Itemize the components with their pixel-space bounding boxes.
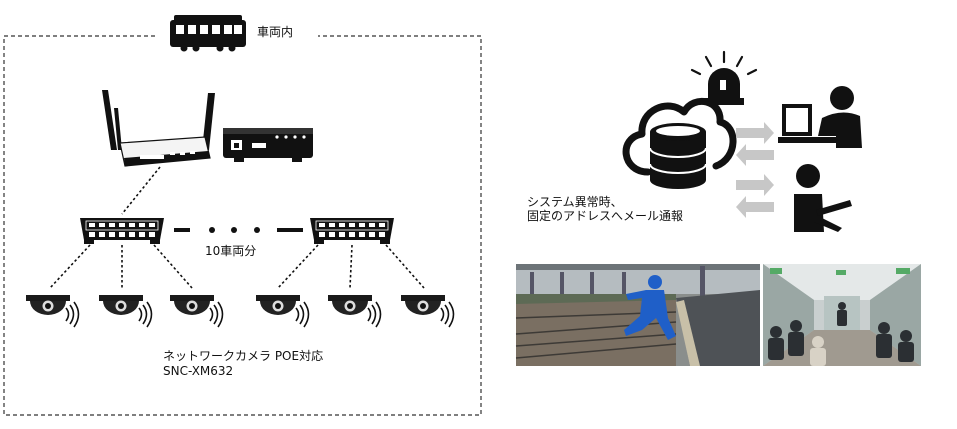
cars-count-label: 10車両分 bbox=[205, 244, 257, 258]
sync-arrows-icon bbox=[736, 174, 774, 218]
router-link bbox=[121, 166, 161, 215]
cloud-database-icon bbox=[622, 98, 737, 189]
lte-router-icon bbox=[102, 90, 215, 167]
alert-label-line1: システム異常時、 bbox=[527, 195, 623, 209]
alert-label-line2: 固定のアドレスへメール通報 bbox=[527, 209, 684, 223]
dome-camera-icon bbox=[25, 294, 80, 328]
dome-camera-icon bbox=[327, 294, 382, 328]
dome-camera-icon bbox=[169, 294, 224, 328]
poe-switch-icon bbox=[79, 217, 165, 245]
pc-user-icon bbox=[778, 86, 862, 148]
car-chain-link bbox=[174, 227, 303, 233]
camera-label-line2: SNC-XM632 bbox=[163, 364, 234, 378]
dome-camera-icon bbox=[255, 294, 310, 328]
train-icon bbox=[170, 15, 246, 52]
recorder-box-icon bbox=[223, 128, 313, 162]
tablet-user-icon bbox=[794, 164, 852, 232]
dome-camera-icon bbox=[400, 294, 455, 328]
train-interior-photo bbox=[763, 264, 921, 366]
camera-links bbox=[49, 244, 425, 289]
sync-arrows-icon bbox=[736, 122, 774, 166]
dome-camera-icon bbox=[98, 294, 153, 328]
poe-switch-icon bbox=[309, 217, 395, 245]
platform-intruder-photo bbox=[515, 264, 760, 366]
siren-alarm-icon bbox=[690, 50, 758, 105]
train-label: 車両内 bbox=[253, 25, 298, 39]
camera-label-line1: ネットワークカメラ POE対応 bbox=[163, 349, 324, 363]
